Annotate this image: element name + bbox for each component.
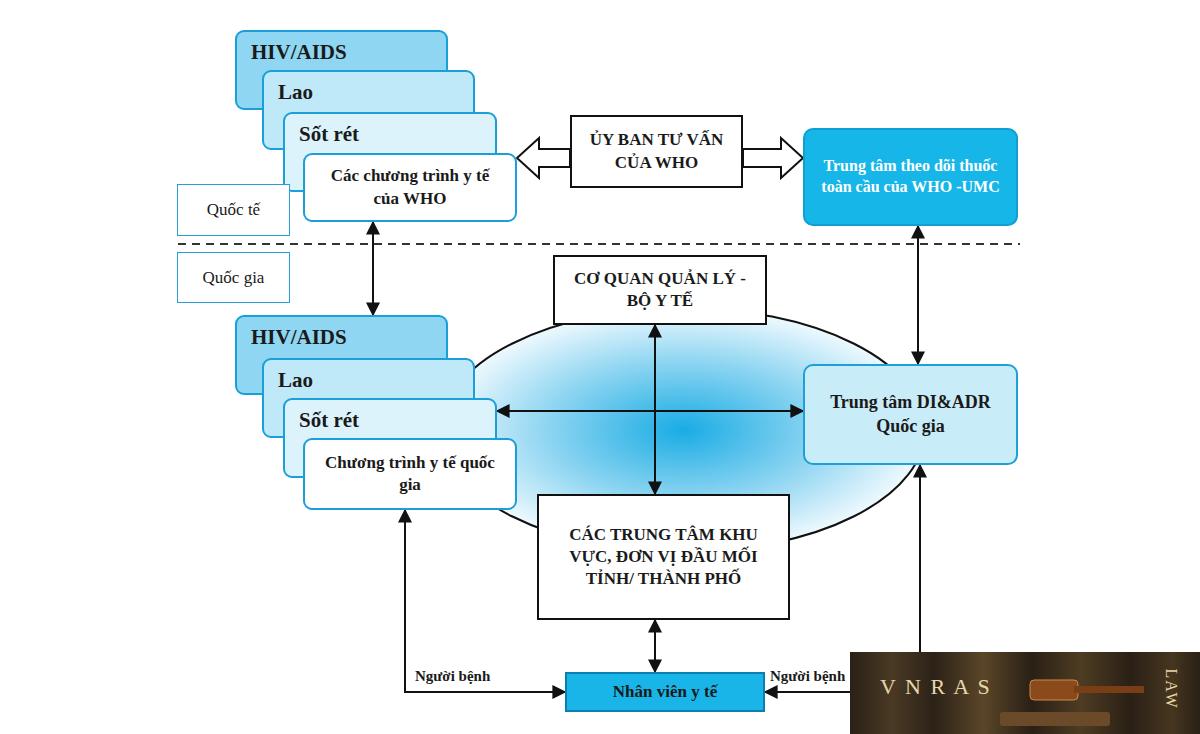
program-box: Các chương trình y tế của WHO xyxy=(303,153,517,222)
node-text: CÁC TRUNG TÂM KHU VỰC, ĐƠN VỊ ĐẦU MỐI TỈ… xyxy=(549,524,778,590)
node-text: Chương trình y tế quốc gia xyxy=(317,452,503,496)
hollow-arrow xyxy=(743,138,803,178)
connector xyxy=(654,325,656,494)
node-text: CƠ QUAN QUẢN LÝ - BỘ Y TẾ xyxy=(565,268,755,312)
connector xyxy=(372,222,374,315)
hollow-arrow xyxy=(517,138,570,178)
node-text: Nhân viên y tế xyxy=(613,682,717,702)
watermark-text: LAW xyxy=(1162,668,1180,709)
watermark-text: V N R A S xyxy=(880,674,992,700)
node-text: Sốt rét xyxy=(299,408,481,432)
scope-divider xyxy=(178,243,1020,245)
connector xyxy=(654,620,656,672)
committee-box: ỦY BAN TƯ VẤN CỦA WHO xyxy=(570,115,743,188)
node-text: Trung tâm theo dõi thuốc toàn cầu của WH… xyxy=(819,156,1002,198)
node-text: Lao xyxy=(278,80,459,104)
authority-box: CƠ QUAN QUẢN LÝ - BỘ Y TẾ xyxy=(553,255,767,325)
edge-label: Người bệnh xyxy=(770,668,845,685)
node-text: HIV/AIDS xyxy=(251,40,432,64)
regional-box: CÁC TRUNG TÂM KHU VỰC, ĐƠN VỊ ĐẦU MỐI TỈ… xyxy=(537,494,790,620)
center-box: Trung tâm DI&ADR Quốc gia xyxy=(803,364,1018,465)
program-box: Chương trình y tế quốc gia xyxy=(303,438,517,510)
connector xyxy=(917,226,919,364)
node-text: Các chương trình y tế của WHO xyxy=(317,165,503,209)
edge-label: Người bệnh xyxy=(415,668,490,685)
node-text: Lao xyxy=(278,368,459,392)
node-text: Trung tâm DI&ADR Quốc gia xyxy=(815,391,1006,438)
connector xyxy=(497,410,803,412)
node-text: Quốc gia xyxy=(203,268,265,288)
node-text: Quốc tế xyxy=(207,200,260,220)
staff-box: Nhân viên y tế xyxy=(565,672,765,712)
scope-box: Quốc tế xyxy=(177,184,290,236)
node-text: ỦY BAN TƯ VẤN CỦA WHO xyxy=(582,129,731,173)
center-box: Trung tâm theo dõi thuốc toàn cầu của WH… xyxy=(803,128,1018,226)
node-text: HIV/AIDS xyxy=(251,325,432,349)
node-text: Sốt rét xyxy=(299,122,481,146)
scope-box: Quốc gia xyxy=(177,252,290,303)
watermark: V N R A S LAW xyxy=(850,652,1200,734)
